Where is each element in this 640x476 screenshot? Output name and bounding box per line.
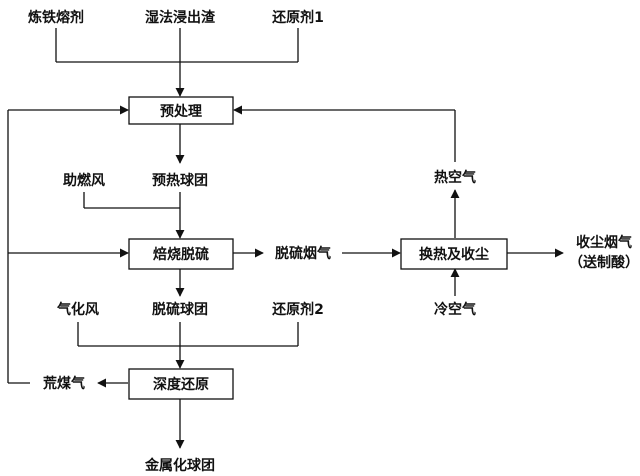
- desulfurized-pellets-label: 脱硫球团: [152, 301, 208, 318]
- reductant-1-label: 还原剂1: [271, 9, 324, 26]
- pretreatment-box: [128, 96, 234, 125]
- metallized-pellets-label: 金属化球团: [144, 457, 215, 474]
- hot-air-label: 热空气: [434, 169, 476, 186]
- connector-lines: [7, 28, 564, 449]
- roasting-label: 焙烧脱硫: [153, 246, 209, 263]
- gasification-air-label: 气化风: [56, 301, 99, 318]
- reductant-2-label: 还原剂2: [271, 301, 324, 318]
- preheated-pellets-label: 预热球团: [152, 172, 208, 189]
- deep-reduction-box: [128, 368, 234, 400]
- ironmaking-agent-label: 炼铁熔剂: [28, 9, 84, 26]
- cold-air-label: 冷空气: [434, 301, 476, 318]
- flue-gas-label: 脱硫烟气: [275, 245, 331, 262]
- deep-reduction-label: 深度还原: [153, 376, 209, 393]
- roasting-box: [128, 238, 234, 270]
- heat-exchange-label: 换热及收尘: [419, 246, 489, 263]
- combustion-air-label: 助燃风: [63, 172, 105, 189]
- crude-coal-gas-label: 荒煤气: [42, 375, 85, 392]
- heat-exchange-box: [400, 238, 508, 270]
- pretreatment-label: 预处理: [160, 103, 202, 120]
- leach-residue-label: 湿法浸出渣: [145, 9, 216, 26]
- acid-making-note-label: （送制酸）: [569, 254, 639, 271]
- dust-flue-gas-label: 收尘烟气: [576, 234, 632, 251]
